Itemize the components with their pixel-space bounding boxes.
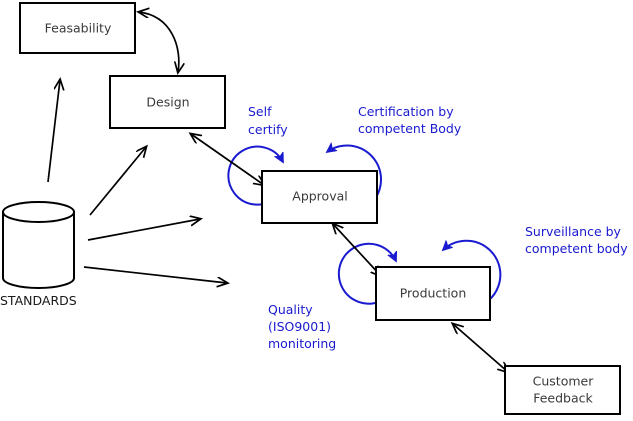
flow-standards-approval	[87, 219, 200, 241]
annotation-certification-body: Certification by competent Body	[358, 104, 462, 136]
node-production[interactable]: Production	[375, 266, 491, 321]
feasability-box[interactable]	[19, 2, 136, 54]
design-label: Design	[146, 95, 189, 110]
design-box[interactable]	[109, 75, 226, 129]
standards-cylinder-top	[2, 201, 75, 223]
flow-standards-design	[89, 147, 146, 216]
certification-body-line1: Certification by	[358, 104, 454, 119]
quality-monitoring-line1: Quality	[268, 302, 313, 317]
annotation-quality-monitoring: Quality (ISO9001) monitoring	[268, 302, 336, 351]
node-approval[interactable]: Approval	[261, 170, 378, 224]
annotation-self-certify: Self certify	[248, 104, 288, 137]
production-box[interactable]	[375, 266, 491, 321]
annotation-surveillance-body: Surveillance by competent body	[525, 224, 628, 256]
node-design[interactable]: Design	[109, 75, 226, 129]
feasability-label: Feasability	[45, 21, 112, 36]
flow-design-feasability	[139, 12, 179, 72]
node-feasability[interactable]: Feasability	[19, 2, 136, 54]
flow-production-customer-feedback	[453, 324, 508, 372]
flow-production-approval	[333, 224, 381, 276]
customer-feedback-box[interactable]	[504, 365, 621, 415]
customer-feedback-label-line2: Feedback	[533, 391, 593, 406]
flow-standards-production	[83, 266, 227, 283]
node-standards[interactable]: STANDARDS	[0, 201, 77, 308]
flow-design-approval	[191, 134, 264, 185]
surveillance-body-loop-path	[443, 241, 502, 308]
surveillance-body-line2: competent body	[525, 241, 628, 256]
surveillance-body-line1: Surveillance by	[525, 224, 622, 239]
production-label: Production	[400, 286, 467, 301]
standards-label: STANDARDS	[0, 293, 77, 308]
approval-label: Approval	[292, 189, 347, 204]
quality-monitoring-line2: (ISO9001)	[268, 319, 331, 334]
customer-feedback-label-line1: Customer	[533, 374, 595, 389]
node-customer-feedback[interactable]: Customer Feedback	[504, 365, 621, 415]
quality-monitoring-line3: monitoring	[268, 336, 336, 351]
approval-box[interactable]	[261, 170, 378, 224]
certification-body-line2: competent Body	[358, 121, 462, 136]
self-certify-line2: certify	[248, 122, 288, 137]
self-certify-line1: Self	[248, 104, 272, 119]
standards-cylinder-body[interactable]	[1, 211, 75, 289]
flow-arrows	[47, 12, 508, 372]
flow-standards-feasability	[47, 80, 60, 183]
